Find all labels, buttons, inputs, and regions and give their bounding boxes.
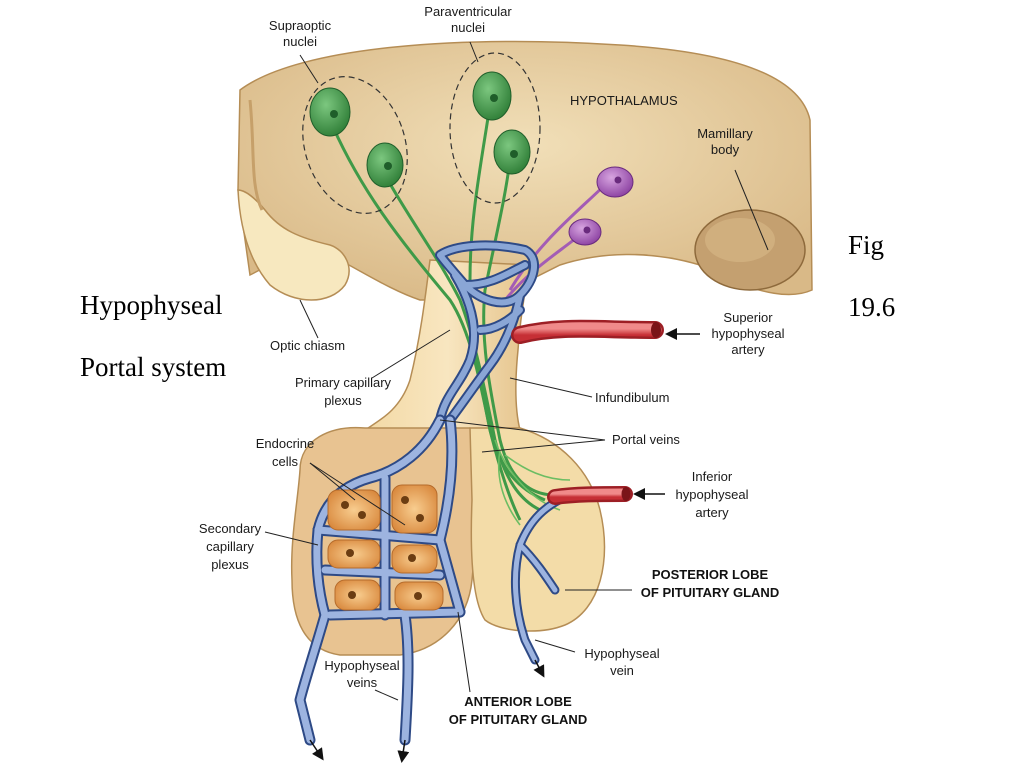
vein-outflow-arrow [397, 739, 410, 763]
hypothalamus-region [237, 40, 813, 301]
supraoptic-outline [302, 76, 408, 214]
neuron-cell-bodies [302, 52, 634, 526]
label-portal-veins: Portal veins [612, 432, 680, 447]
inferior-hypophyseal-artery [547, 486, 633, 505]
paraventricular-outline [449, 52, 541, 204]
vein-outflow-arrow [309, 739, 324, 761]
vein-outflow-arrow [533, 659, 545, 678]
figure-number-line1: Fig [848, 230, 885, 260]
superior-hypophyseal-artery [511, 319, 664, 344]
portal-vessels [294, 240, 575, 746]
label-infundibulum: Infundibulum [595, 390, 669, 405]
label-optic-chiasm: Optic chiasm [270, 338, 345, 353]
slide-title-line2: Portal system [80, 352, 227, 382]
slide-title-line1: Hypophyseal [80, 290, 223, 320]
label-hypothalamus: HYPOTHALAMUS [570, 93, 678, 108]
figure-number-line2: 19.6 [848, 292, 896, 322]
leader-lines [264, 41, 769, 701]
